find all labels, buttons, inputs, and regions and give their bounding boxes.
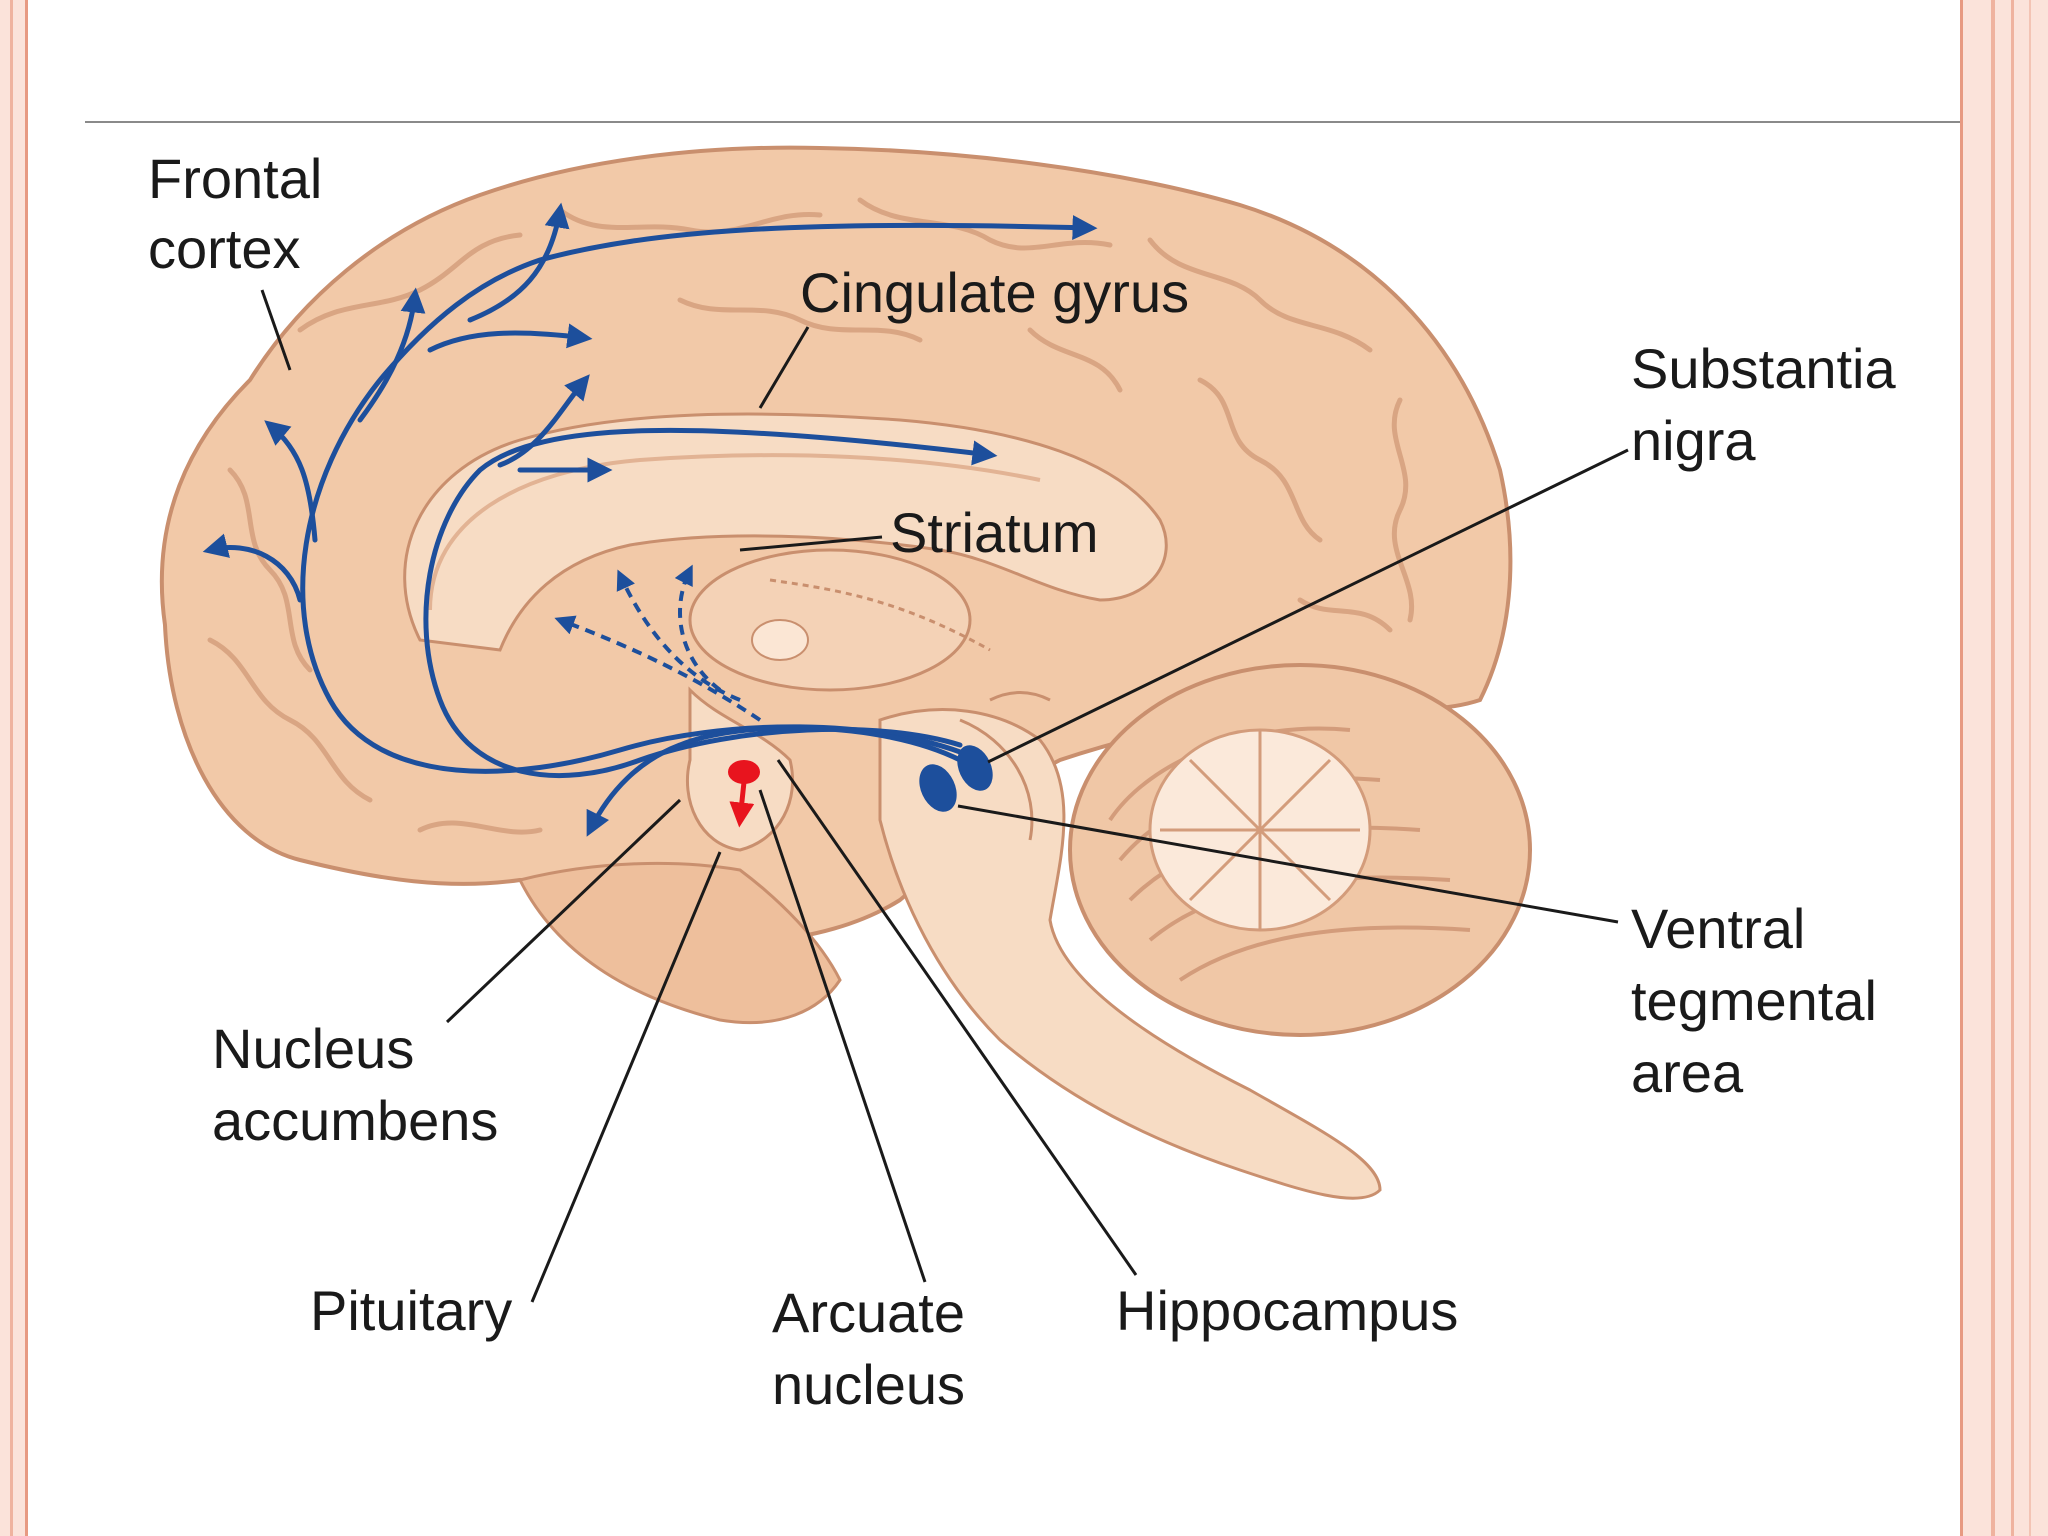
substantia-nigra-nucleus [957,745,993,791]
nigrostriatal-projections [554,564,762,722]
label-substantia-nigra: Substantia nigra [1631,337,1911,472]
slide-left-border [0,0,28,1536]
label-cingulate-gyrus: Cingulate gyrus [800,261,1189,324]
temporal-lobe [517,861,842,1025]
label-striatum: Striatum [890,501,1099,564]
tuberoinfundibular-pathway [729,781,755,828]
label-ventral-tegmental-area: Ventral tegmental area [1631,897,1893,1104]
cerebellum [1068,663,1532,1037]
label-pituitary: Pituitary [310,1279,512,1342]
label-hippocampus: Hippocampus [1116,1279,1458,1342]
label-frontal-cortex: Frontal cortex [148,147,338,280]
thalamus [688,548,972,692]
slide-right-border [1960,0,2048,1536]
ventral-tegmental-nucleus [919,764,957,812]
label-arcuate-nucleus: Arcuate nucleus [772,1281,981,1416]
brainstem [878,708,1382,1200]
dopamine-pathways [202,202,1098,837]
label-nucleus-accumbens: Nucleus accumbens [212,1017,498,1152]
title-divider-line [85,121,1960,123]
arcuate-nucleus-marker [728,760,760,784]
leader-lines [260,289,1629,1303]
